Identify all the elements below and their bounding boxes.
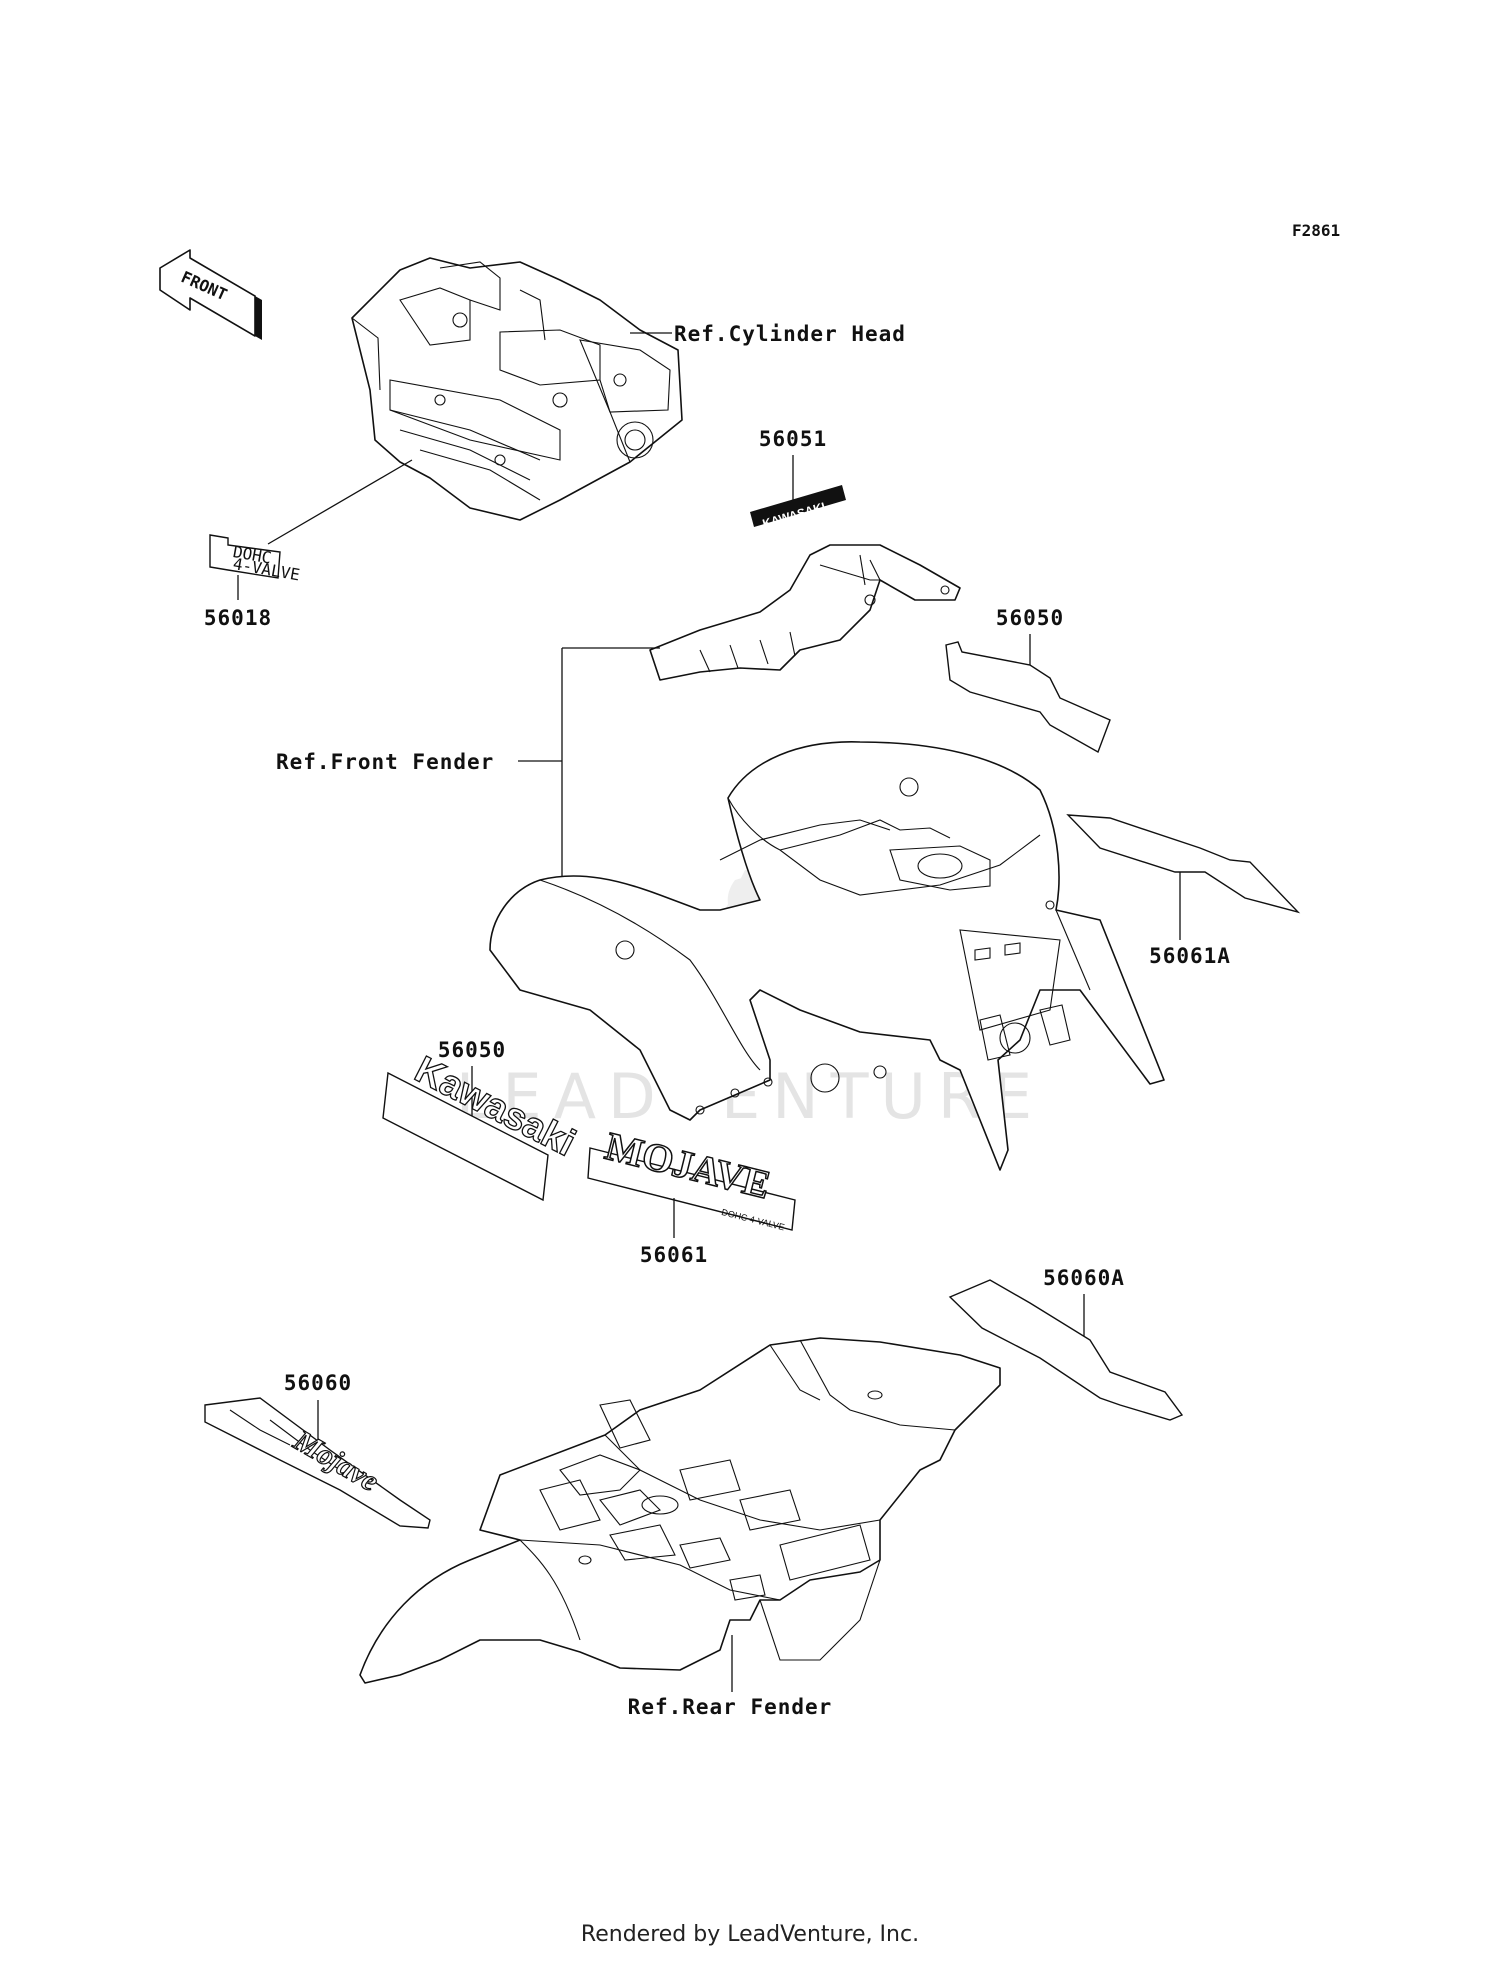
front-fender — [489, 741, 1165, 1171]
part-number-56051: 56051 — [759, 427, 827, 451]
footer-credit: Rendered by LeadVenture, Inc. — [580, 1922, 920, 1947]
decal-56060A — [948, 1279, 1184, 1421]
part-number-56060: 56060 — [284, 1371, 352, 1395]
ref-front-fender-label: Ref.Front Fender — [276, 750, 494, 774]
cylinder-head — [351, 257, 683, 521]
decal-56051: KAWASAKI — [750, 485, 846, 531]
part-number-56060A: 56060A — [1043, 1266, 1125, 1290]
part-number-56061: 56061 — [640, 1243, 708, 1267]
part-number-56061A: 56061A — [1149, 944, 1231, 968]
decal-56050-top — [945, 641, 1111, 754]
part-number-56050-kawasaki: 56050 — [438, 1038, 506, 1062]
decal-56018: DOHC 4-VALVE — [209, 534, 301, 585]
decal-56061A — [1066, 814, 1301, 914]
figure-code: F2861 — [1292, 221, 1340, 240]
front-arrow-icon: FRONT — [159, 249, 262, 340]
front-fender-shroud — [649, 544, 961, 681]
ref-cylinder-head-label: Ref.Cylinder Head — [674, 322, 906, 346]
part-number-56050-top: 56050 — [996, 606, 1064, 630]
part-number-56018: 56018 — [204, 606, 272, 630]
ref-rear-fender-label: Ref.Rear Fender — [628, 1695, 833, 1719]
decal-56061: MOJAVE DOHC 4-VALVE — [587, 1122, 796, 1232]
rear-fender — [359, 1337, 1001, 1684]
